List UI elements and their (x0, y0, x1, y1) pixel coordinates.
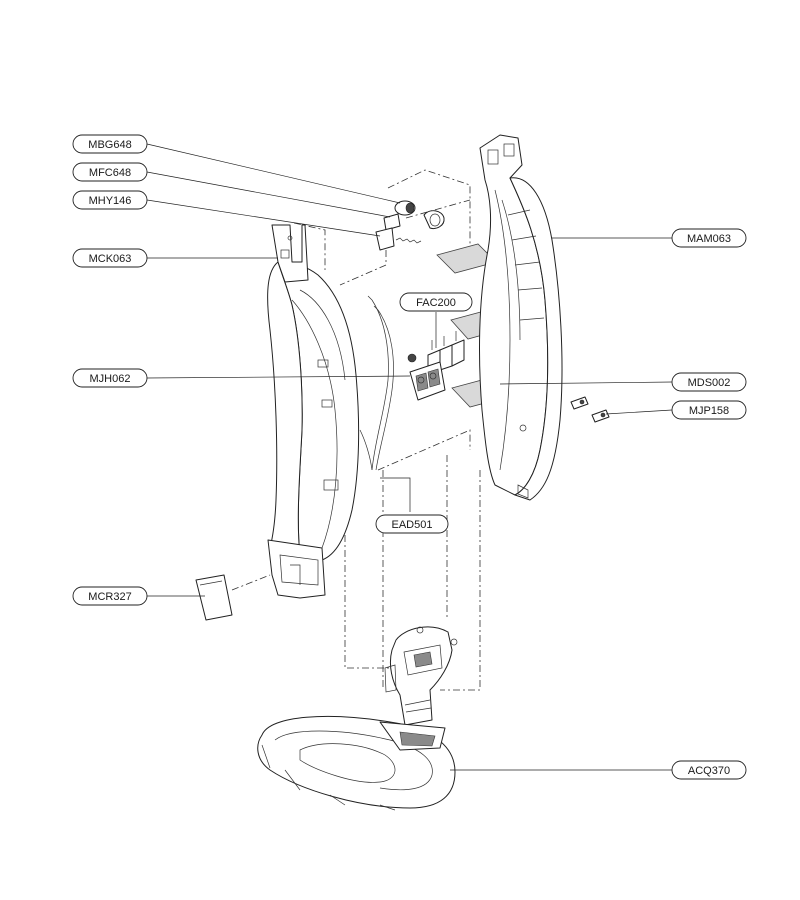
callout-label: EAD501 (392, 519, 433, 531)
callout-label: MDS002 (688, 377, 731, 389)
callout-label: ACQ370 (688, 765, 730, 777)
callout-label: MJH062 (90, 373, 131, 385)
wire-harness (359, 295, 394, 471)
part-mjp158-connectors (570, 396, 610, 423)
callout-label: MFC648 (89, 167, 131, 179)
callout-mjp158: MJP158 (671, 400, 747, 420)
callout-label: MAM063 (687, 233, 731, 245)
callout-mfc648: MFC648 (72, 162, 148, 182)
part-mbg648-bearing (394, 200, 445, 229)
handle-rear-cover (479, 134, 563, 501)
part-mhy146-spring (375, 227, 422, 251)
callout-mam063: MAM063 (671, 228, 747, 248)
floor-nozzle (257, 715, 456, 811)
callout-label: MJP158 (689, 405, 729, 417)
callout-label: MCK063 (89, 253, 132, 265)
handle-front-cover (267, 224, 360, 599)
callout-mcr327: MCR327 (72, 586, 148, 606)
callout-label: MBG648 (88, 139, 131, 151)
callout-mck063: MCK063 (72, 248, 148, 268)
callout-ead501: EAD501 (375, 514, 449, 534)
callout-label: FAC200 (416, 297, 456, 309)
nozzle-neck-joint (384, 626, 458, 726)
callout-label: MCR327 (88, 591, 131, 603)
callout-acq370: ACQ370 (671, 760, 747, 780)
callout-mds002: MDS002 (671, 372, 747, 392)
callout-label: MHY146 (89, 195, 132, 207)
callout-fac200: FAC200 (399, 292, 473, 312)
part-mcr327-cap (195, 574, 233, 621)
callout-mbg648: MBG648 (72, 134, 148, 154)
leader-lines (146, 143, 673, 771)
callout-mjh062: MJH062 (72, 368, 148, 388)
part-mjh062-switch (407, 353, 446, 401)
part-mfc648-clip (383, 213, 401, 231)
callout-mhy146: MHY146 (72, 190, 148, 210)
